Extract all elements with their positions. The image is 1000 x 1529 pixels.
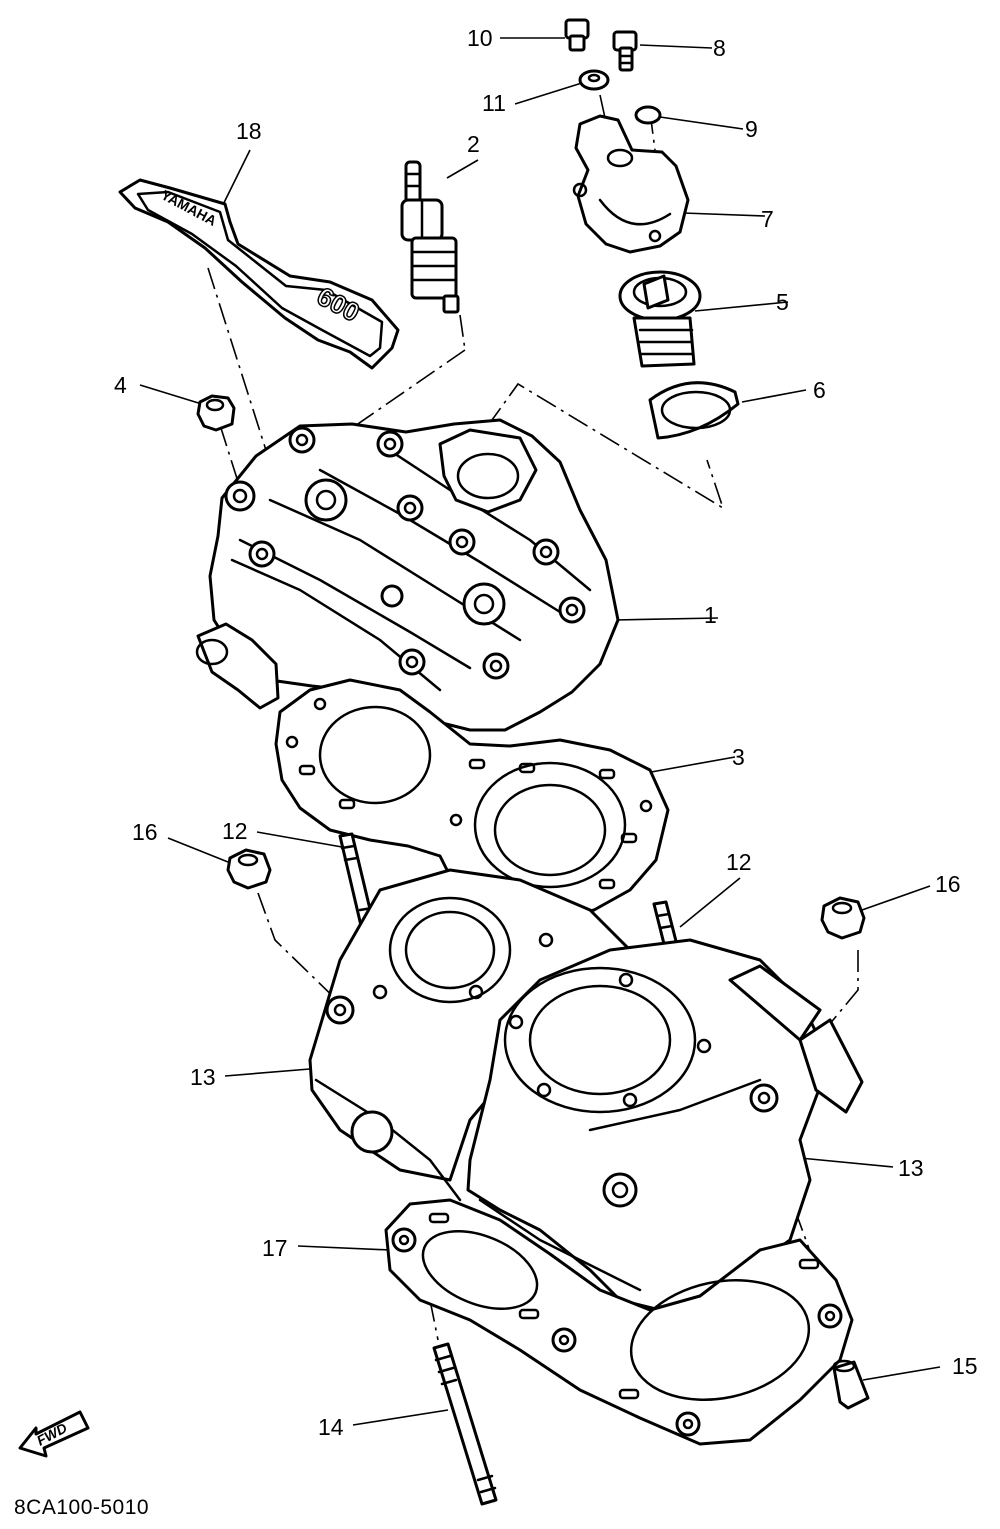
callout-3: 3: [732, 744, 745, 770]
cylinder-front: [466, 938, 864, 1312]
callout-14: 14: [318, 1414, 344, 1440]
o-ring-6: [648, 381, 740, 440]
callout-4: 4: [114, 372, 127, 398]
dowel-pin-15: [832, 1359, 870, 1410]
base-gasket: [384, 1198, 854, 1446]
callout-11: 11: [482, 90, 506, 116]
callout-12-left: 12: [222, 818, 248, 844]
spark-plug: [400, 160, 460, 314]
washer-11: [578, 69, 610, 91]
callout-9: 9: [745, 116, 758, 142]
callout-1: 1: [704, 602, 717, 628]
thermostat: [618, 270, 702, 368]
callout-12-right: 12: [726, 849, 752, 875]
callout-10: 10: [467, 25, 493, 51]
callout-18: 18: [236, 118, 262, 144]
callout-5: 5: [776, 289, 789, 315]
nut-16-left: [226, 848, 272, 890]
callout-6: 6: [813, 377, 826, 403]
nut-16-right: [820, 896, 866, 940]
bolt-8: [612, 30, 638, 72]
diagram-code: 8CA100-5010: [14, 1496, 150, 1519]
callout-13-right: 13: [898, 1155, 924, 1181]
callout-16-left: 16: [132, 819, 158, 845]
cylinder-head: [195, 418, 620, 732]
callout-13-left: 13: [190, 1064, 216, 1090]
callout-17: 17: [262, 1235, 288, 1261]
leader-lines: [139, 37, 941, 1426]
callout-16-right: 16: [935, 871, 961, 897]
callout-15: 15: [952, 1353, 978, 1379]
fwd-arrow-icon: FWD: [18, 1410, 90, 1458]
thermostat-cover: [572, 114, 690, 254]
washer-9: [634, 105, 662, 125]
callout-8: 8: [713, 35, 726, 61]
bolt-10: [564, 18, 590, 52]
nut-4: [196, 394, 236, 432]
stud-bolt-14: [432, 1342, 498, 1506]
yamaha-emblem-plate: YAMAHA 600: [118, 178, 400, 370]
callout-7: 7: [761, 206, 774, 232]
callout-2: 2: [467, 131, 480, 157]
